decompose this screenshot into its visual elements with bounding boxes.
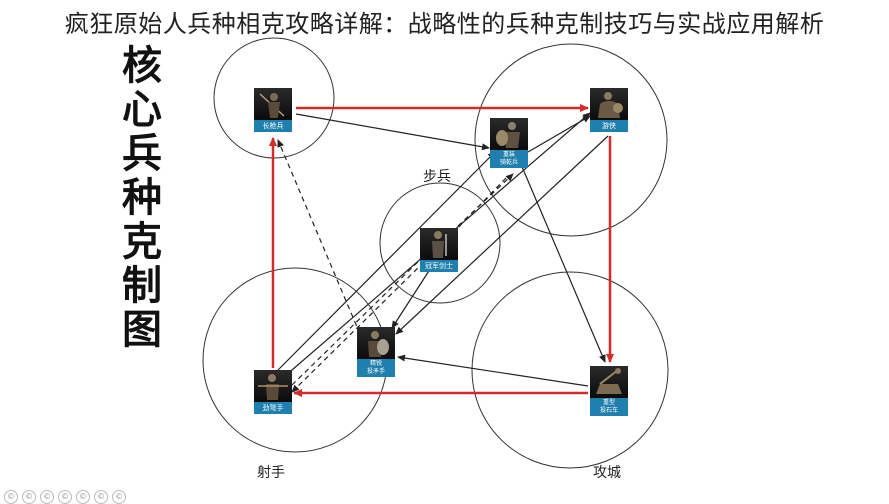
footer-icon-row: © © © © © © ©: [4, 484, 130, 504]
unit-label-line: 投石车: [599, 407, 618, 414]
dashed-arrow-skirmisher-to-spear: [277, 139, 361, 335]
unit-label-line: 骑乾兵: [499, 159, 518, 166]
spearman-portrait: [254, 88, 292, 120]
side-title-char: 种: [122, 174, 162, 221]
group-label-archers: 射手: [257, 465, 285, 481]
unit-card-champion: 冠军剑士: [420, 228, 458, 272]
unit-card-cavalry: 游侠: [590, 88, 628, 132]
dashed-arrow-archers-to-champion: [291, 251, 429, 386]
arrow-heavycav-to-cavalry: [527, 115, 591, 153]
group-label-infantry: 步兵: [423, 169, 451, 185]
unit-label: 冠军剑士: [420, 260, 458, 272]
arrow-heavycav-to-trebuchet: [519, 161, 606, 363]
arrow-trebuchet-to-skirmisher: [397, 354, 589, 387]
side-title-char: 兵: [122, 130, 162, 177]
page-title: 疯狂原始人兵种相克攻略详解：战略性的兵种克制技巧与实战应用解析: [64, 10, 825, 38]
arrow-cavalry-to-skirmisher: [395, 135, 609, 335]
unit-card-trebuchet: 重型 投石车: [590, 366, 628, 416]
circle-icon: ©: [112, 490, 126, 504]
unit-label-line: 重型: [602, 399, 615, 406]
unit-label: 长枪兵: [254, 120, 292, 132]
diagram-side-title: 核 心 兵 种 克 制 图: [118, 44, 166, 352]
side-title-char: 制: [122, 262, 162, 309]
unit-label-line: 精锐: [369, 360, 382, 367]
unit-card-crossbow: 劲弩手: [254, 370, 292, 414]
circle-icon: ©: [58, 490, 72, 504]
side-title-char: 克: [122, 218, 162, 265]
cavalry-portrait: [590, 88, 628, 120]
dashed-arrow-champion-to-heavycav: [457, 173, 514, 227]
crossbow-portrait: [254, 370, 292, 402]
trebuchet-portrait: [590, 366, 628, 398]
circle-icon: ©: [4, 490, 18, 504]
unit-label: 劲弩手: [254, 402, 292, 414]
skirmisher-portrait: [357, 327, 395, 359]
circle-icon: ©: [40, 490, 54, 504]
cavalry-circle: [474, 43, 668, 237]
arrow-archers-to-heavycav: [277, 151, 496, 371]
circle-icon: ©: [94, 490, 108, 504]
unit-label-line: 重装: [502, 151, 515, 158]
unit-card-skirmisher: 精锐 投矛手: [357, 327, 395, 377]
side-title-char: 核: [122, 42, 162, 89]
infantry-circle: [379, 182, 501, 304]
unit-label: 精锐 投矛手: [357, 359, 395, 377]
unit-card-spearman: 长枪兵: [254, 88, 292, 132]
group-label-siege: 攻城: [593, 465, 621, 481]
unit-label: 重型 投石车: [590, 398, 628, 416]
unit-label: 游侠: [590, 120, 628, 132]
unit-label: 重装 骑乾兵: [490, 150, 528, 168]
unit-card-heavy-cavalry: 重装 骑乾兵: [490, 118, 528, 168]
heavy-cavalry-portrait: [490, 118, 528, 150]
circle-icon: ©: [76, 490, 90, 504]
champion-portrait: [420, 228, 458, 260]
siege-circle: [471, 271, 669, 469]
arrow-spear-to-heavycav: [295, 113, 490, 151]
side-title-char: 图: [122, 306, 162, 353]
side-title-char: 心: [122, 86, 162, 133]
unit-label-line: 投矛手: [366, 368, 385, 375]
circle-icon: ©: [22, 490, 36, 504]
